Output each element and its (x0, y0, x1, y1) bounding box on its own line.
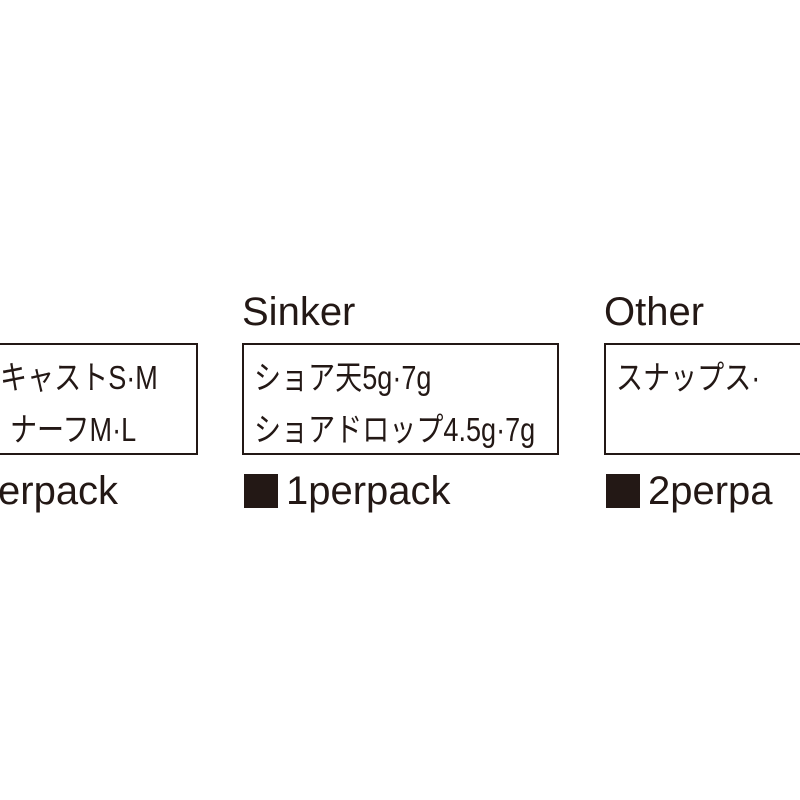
spec-box-left: キャストS·M ナーフM·L (0, 343, 198, 455)
spec-box-other: スナップス· (604, 343, 800, 455)
spec-line: キャストS·M (0, 359, 158, 396)
spec-line: スナップス· (616, 359, 761, 396)
pack-label: 1perpack (286, 469, 451, 513)
section-title-sinker: Sinker (242, 290, 356, 334)
pack-count-left: erpack (0, 469, 118, 513)
spec-line: ショア天5g·7g (254, 359, 432, 396)
pack-label: 2perpa (648, 469, 773, 513)
square-bullet-icon (244, 474, 278, 508)
spec-box-sinker: ショア天5g·7g ショアドロップ4.5g·7g (242, 343, 559, 455)
section-title-other: Other (604, 290, 705, 334)
spec-line: ショアドロップ4.5g·7g (254, 411, 536, 448)
square-bullet-icon (606, 474, 640, 508)
pack-count-other: 2perpa (606, 469, 773, 513)
pack-label: erpack (0, 469, 119, 513)
pack-count-sinker: 1perpack (244, 469, 451, 513)
spec-line: ナーフM·L (10, 411, 137, 448)
